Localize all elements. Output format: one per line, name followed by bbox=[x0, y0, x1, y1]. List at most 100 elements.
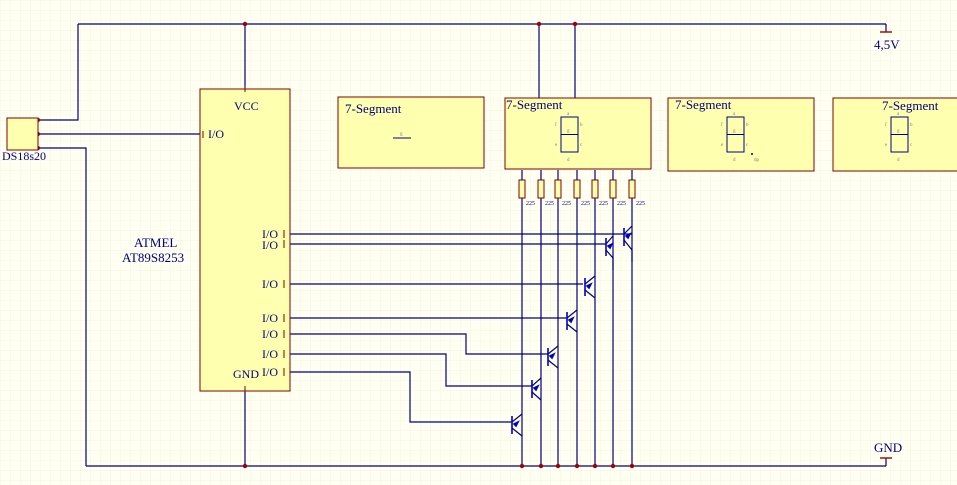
resistor-2 bbox=[537, 179, 545, 199]
display-label: 7-Segment bbox=[882, 98, 939, 113]
segment-g-text: g bbox=[733, 129, 736, 134]
segment-e-text: e bbox=[885, 143, 888, 148]
segment-g-text: g bbox=[567, 129, 570, 134]
transistor-1-collector bbox=[623, 225, 633, 235]
mcu-maker-label: ATMEL bbox=[134, 235, 177, 250]
segment-a-text: a bbox=[567, 112, 570, 117]
resistor-6 bbox=[609, 179, 617, 199]
transistors bbox=[511, 228, 632, 434]
seven-segment-display-2[interactable]: 7-Segment a f b g e c d bbox=[504, 97, 652, 170]
transistor-6-emitter bbox=[531, 391, 542, 401]
display-label: 7-Segment bbox=[506, 97, 563, 112]
segment-f-text: f bbox=[885, 123, 887, 128]
mcu-io-label: I/O bbox=[262, 227, 278, 241]
segment-g-text: g bbox=[400, 132, 403, 137]
transistor-7-arrow bbox=[512, 420, 520, 428]
segment-f-text: f bbox=[555, 123, 557, 128]
resistor-value-label: 225 bbox=[581, 201, 590, 207]
mcu-vcc-label: VCC bbox=[234, 99, 259, 113]
resistor-7 bbox=[628, 179, 636, 199]
segment-e-text: e bbox=[555, 143, 558, 148]
transistor-5-collector bbox=[547, 345, 559, 355]
display-label: 7-Segment bbox=[675, 97, 732, 112]
segment-d-text: d bbox=[567, 158, 570, 163]
sensor-body[interactable] bbox=[6, 117, 39, 151]
transistor-6-collector bbox=[531, 377, 542, 387]
resistor-5 bbox=[591, 179, 599, 199]
segment-d-text: d bbox=[897, 158, 900, 163]
resistor-4 bbox=[573, 179, 581, 199]
transistor-3-emitter bbox=[584, 289, 596, 299]
transistor-2-arrow bbox=[606, 242, 614, 250]
display-label: 7-Segment bbox=[345, 101, 402, 116]
junction-dot bbox=[555, 463, 561, 469]
junction-dot bbox=[629, 463, 635, 469]
transistor-4-arrow bbox=[567, 316, 575, 324]
io-line-6 bbox=[284, 353, 532, 387]
transistor-2-emitter bbox=[605, 249, 614, 270]
segment-b-text: b bbox=[910, 123, 913, 128]
wires bbox=[38, 23, 887, 467]
junction-dot bbox=[610, 463, 616, 469]
power-symbols bbox=[880, 31, 892, 459]
mcu-gnd-label: GND bbox=[233, 367, 259, 381]
segment-c-text: c bbox=[910, 143, 913, 148]
resistor-values: 225 225 225 225 225 225 225 bbox=[526, 201, 645, 207]
transistor-6-arrow bbox=[532, 384, 540, 392]
transistor-7-collector bbox=[511, 413, 523, 423]
display-body bbox=[337, 96, 485, 169]
segment-dp-text: dp bbox=[754, 158, 760, 163]
mcu-io-label: I/O bbox=[262, 238, 278, 252]
resistor-1 bbox=[518, 179, 526, 199]
resistor-value-label: 225 bbox=[617, 201, 626, 207]
mcu-io-label: I/O bbox=[262, 327, 278, 341]
io-line-5 bbox=[284, 333, 548, 355]
io-line-7 bbox=[284, 371, 512, 423]
ground-label: GND bbox=[874, 440, 902, 455]
sensor-vcc-wire bbox=[38, 24, 79, 121]
resistor-value-label: 225 bbox=[636, 201, 645, 207]
mcu-io-label: I/O bbox=[262, 277, 278, 291]
transistor-3-collector bbox=[584, 275, 596, 285]
transistor-1-emitter bbox=[623, 239, 633, 262]
seven-segment-display-4[interactable]: 7-Segment a f b g e c d bbox=[832, 97, 957, 172]
segment-f-text: f bbox=[721, 123, 723, 128]
segment-b-text: b bbox=[580, 123, 583, 128]
junction-dot bbox=[572, 21, 578, 27]
power-label: 4,5V bbox=[874, 37, 900, 52]
segment-a-text: a bbox=[733, 112, 736, 117]
segment-d-text: d bbox=[733, 158, 736, 163]
transistor-5-emitter bbox=[547, 359, 559, 369]
transistor-3-arrow bbox=[585, 282, 593, 290]
mcu-part-label: AT89S8253 bbox=[122, 250, 184, 265]
seven-segment-display-1[interactable]: 7-Segment g bbox=[337, 96, 485, 169]
resistor-value-label: 225 bbox=[599, 201, 608, 207]
junction-dot bbox=[242, 21, 248, 27]
mcu-body[interactable] bbox=[199, 88, 291, 392]
resistor-value-label: 225 bbox=[562, 201, 571, 207]
mcu-io-label: I/O bbox=[208, 127, 224, 141]
mcu-io-label: I/O bbox=[262, 311, 278, 325]
segment-c-text: c bbox=[746, 143, 749, 148]
junction-dot bbox=[536, 21, 542, 27]
transistor-5-arrow bbox=[548, 352, 556, 360]
transistor-7-emitter bbox=[511, 427, 523, 437]
resistor-value-label: 225 bbox=[526, 201, 535, 207]
segment-b-text: b bbox=[746, 123, 749, 128]
mcu-pin-ticks bbox=[202, 86, 285, 392]
decimal-point-dot bbox=[751, 153, 753, 155]
junction-dot bbox=[242, 463, 248, 469]
junction-dot bbox=[574, 463, 580, 469]
transistor-1-arrow bbox=[624, 232, 632, 240]
segment-c-text: c bbox=[580, 143, 583, 148]
resistors bbox=[518, 179, 636, 199]
sensor-gnd-wire bbox=[38, 147, 87, 466]
mcu-io-label: I/O bbox=[262, 365, 278, 379]
transistor-4-emitter bbox=[566, 323, 578, 333]
seven-segment-display-3[interactable]: 7-Segment a f b g e c d dp bbox=[667, 97, 815, 172]
segment-e-text: e bbox=[721, 143, 724, 148]
segment-g-text: g bbox=[897, 129, 900, 134]
segment-a-text: a bbox=[897, 112, 900, 117]
